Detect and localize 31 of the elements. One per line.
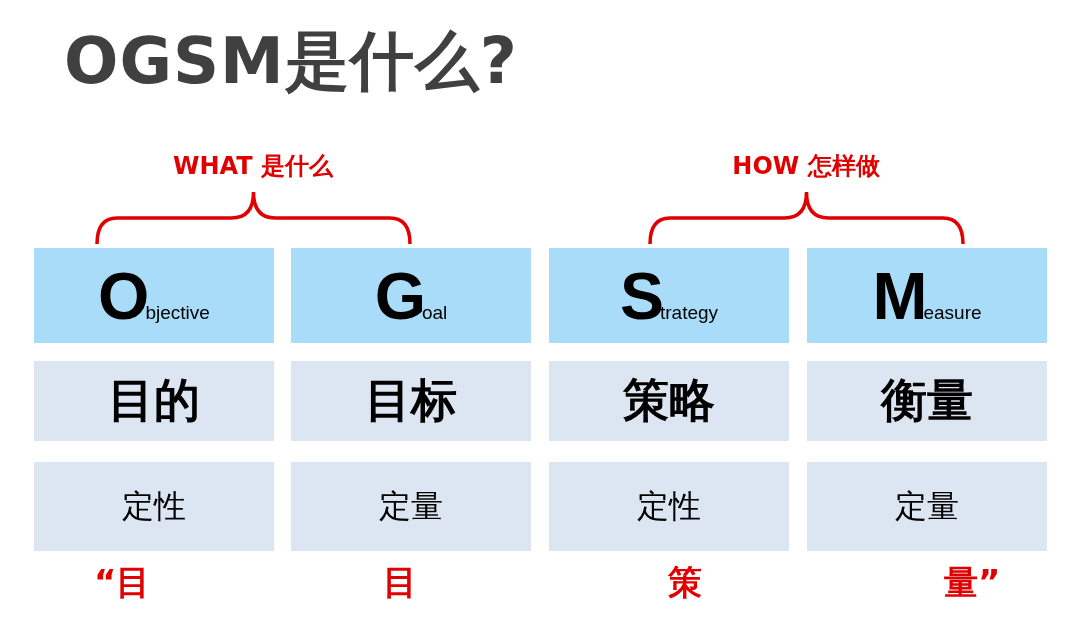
header-box [549,248,789,343]
header-text: Measure [872,257,982,334]
term-box [549,361,789,441]
title: OGSM是什么? [64,23,518,100]
term-box [807,361,1047,441]
type-box [34,462,274,551]
header-text: Objective [98,257,210,334]
type-box [549,462,789,551]
term-text: 策略 [623,372,715,429]
term-text: 衡量 [881,372,973,429]
key-character: 目 [383,561,417,604]
header-box [807,248,1047,343]
header-text: Strategy [619,257,719,334]
type-text: 定量 [379,485,443,527]
key-character: 策 [668,561,702,604]
bracket-label: WHAT 是什么 [173,151,333,182]
header-text: Goal [374,257,448,334]
header-box [34,248,274,343]
type-text: 定性 [122,485,186,527]
type-text: 定性 [637,485,701,527]
term-text: 目的 [108,372,200,429]
key-character: “目 [94,561,151,604]
term-box [34,361,274,441]
bracket-label: HOW 怎样做 [732,151,880,182]
type-box [807,462,1047,551]
term-text: 目标 [365,372,457,429]
header-box [291,248,531,343]
key-character: 量” [944,561,1001,604]
term-box [291,361,531,441]
type-box [291,462,531,551]
type-text: 定量 [895,485,959,527]
